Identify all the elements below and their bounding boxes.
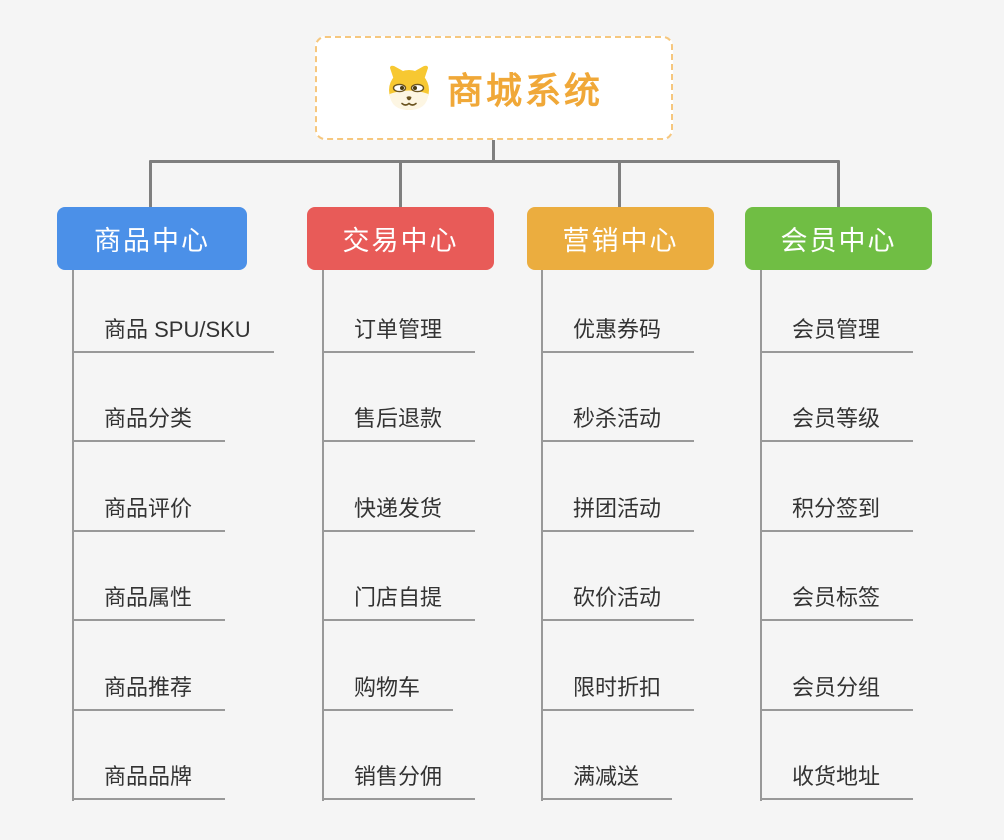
branch-label: 营销中心 — [562, 226, 679, 256]
branch-node-marketing[interactable]: 营销中心 — [527, 207, 714, 270]
child-topic[interactable]: 会员管理 — [760, 297, 913, 353]
child-topic[interactable]: 商品分类 — [72, 386, 225, 442]
child-topic[interactable]: 优惠券码 — [541, 297, 694, 353]
branch-trunk-line-trade — [322, 270, 324, 801]
branch-label: 交易中心 — [342, 226, 459, 256]
child-topic[interactable]: 商品属性 — [72, 565, 225, 621]
branch-node-member[interactable]: 会员中心 — [745, 207, 932, 270]
child-topic[interactable]: 购物车 — [322, 655, 453, 711]
child-topic[interactable]: 商品推荐 — [72, 655, 225, 711]
child-topic[interactable]: 积分签到 — [760, 476, 913, 532]
connector-drop-marketing — [618, 160, 621, 208]
connector-horizontal-bar — [149, 160, 840, 163]
child-topic[interactable]: 会员分组 — [760, 655, 913, 711]
dog-face-icon — [388, 65, 429, 110]
branch-trunk-line-marketing — [541, 270, 543, 801]
child-topic[interactable]: 砍价活动 — [541, 565, 694, 621]
child-topic[interactable]: 限时折扣 — [541, 655, 694, 711]
child-topic[interactable]: 收货地址 — [760, 744, 913, 800]
child-topic[interactable]: 会员等级 — [760, 386, 913, 442]
child-topic[interactable]: 会员标签 — [760, 565, 913, 621]
child-topic[interactable]: 售后退款 — [322, 386, 475, 442]
child-topic[interactable]: 秒杀活动 — [541, 386, 694, 442]
child-topic[interactable]: 销售分佣 — [322, 744, 475, 800]
child-topic[interactable]: 商品评价 — [72, 476, 225, 532]
root-title: 商城系统 — [446, 70, 603, 111]
branch-trunk-line-member — [760, 270, 762, 801]
child-topic[interactable]: 满减送 — [541, 744, 672, 800]
child-topic[interactable]: 订单管理 — [322, 297, 475, 353]
child-topic[interactable]: 拼团活动 — [541, 476, 694, 532]
connector-root-stem — [492, 139, 495, 163]
connector-drop-product — [149, 160, 152, 208]
child-topic[interactable]: 商品 SPU/SKU — [72, 297, 274, 353]
root-node[interactable]: 商城系统 — [315, 36, 673, 140]
branch-label: 商品中心 — [94, 226, 210, 256]
child-topic[interactable]: 商品品牌 — [72, 744, 225, 800]
branch-label: 会员中心 — [780, 226, 897, 256]
branch-node-product[interactable]: 商品中心 — [57, 207, 247, 270]
branch-trunk-line-product — [72, 270, 74, 801]
child-topic[interactable]: 快递发货 — [322, 476, 475, 532]
branch-node-trade[interactable]: 交易中心 — [307, 207, 494, 270]
child-topic[interactable]: 门店自提 — [322, 565, 475, 621]
connector-drop-trade — [399, 160, 402, 208]
connector-drop-member — [837, 160, 840, 208]
